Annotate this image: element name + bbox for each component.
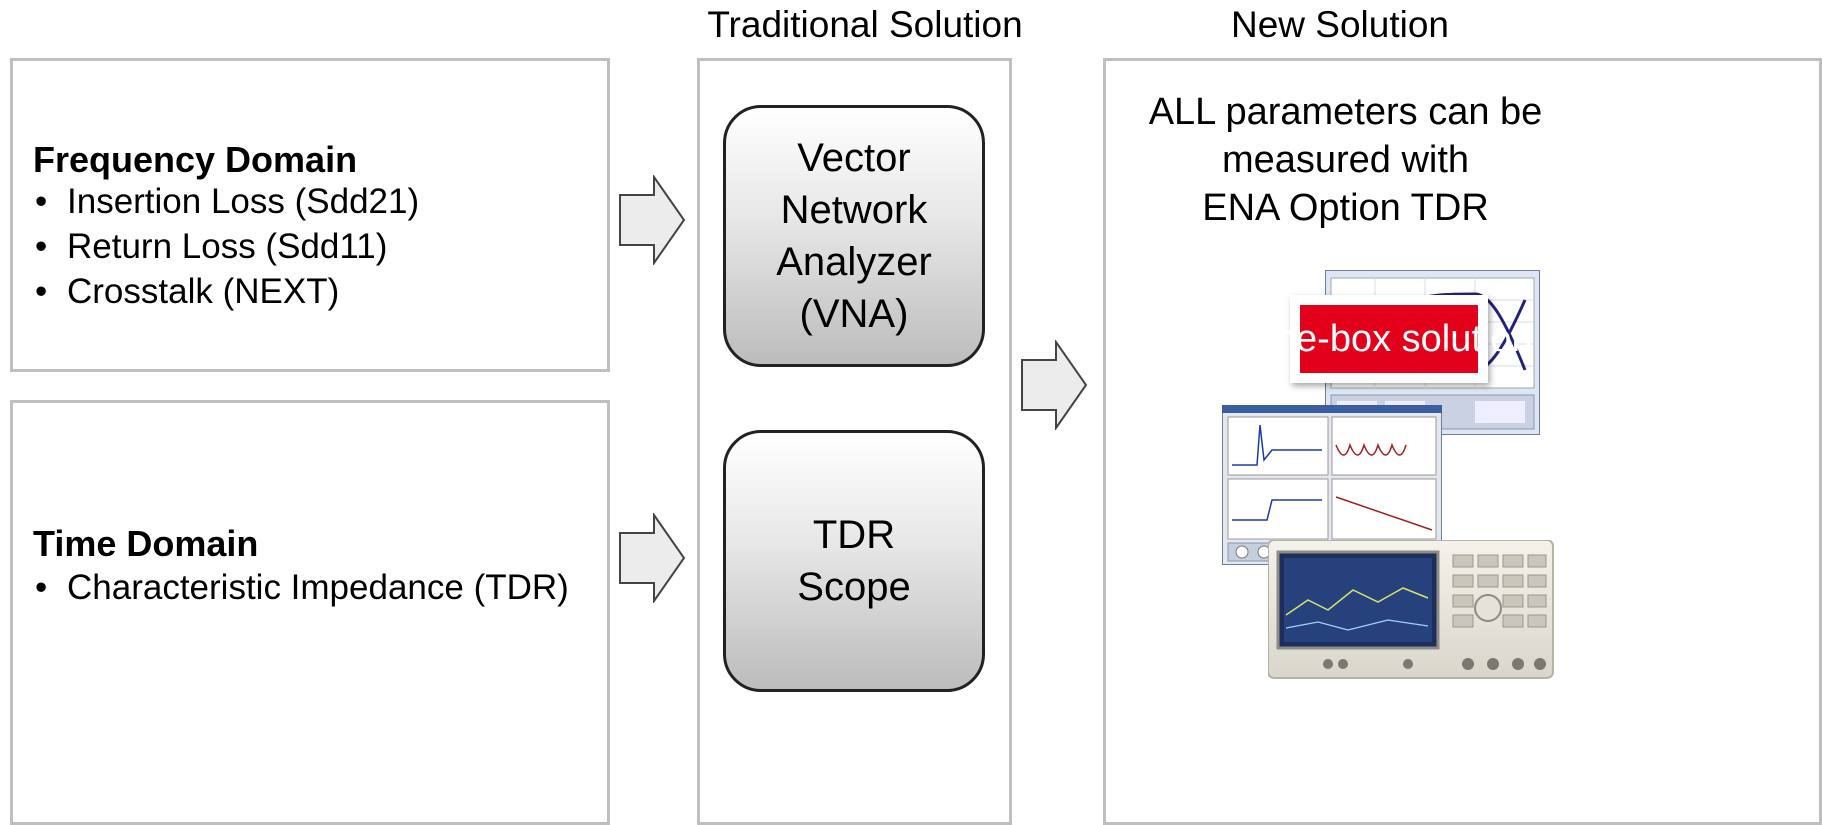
new-solution-description: ALL parameters can be measured with ENA … [1118,88,1573,232]
vna-line: Analyzer [776,240,932,284]
tdr-line: Scope [797,565,911,609]
vna-box: Vector Network Analyzer (VNA) [723,105,985,367]
frequency-domain-title: Frequency Domain [33,139,358,180]
description-line: measured with [1221,139,1470,181]
list-item: Characteristic Impedance (TDR) [31,565,569,610]
ena-instrument-photo [1268,540,1554,679]
list-item: Insertion Loss (Sdd21) [31,179,419,224]
vna-line: Vector [797,136,911,180]
one-box-solution-badge: One-box solution [1245,295,1533,383]
right-arrow-icon [619,513,686,603]
description-line: ENA Option TDR [1202,187,1489,229]
vna-line: (VNA) [799,292,909,336]
time-domain-box: Time Domain Characteristic Impedance (TD… [10,400,610,825]
frequency-domain-box: Frequency Domain Insertion Loss (Sdd21) … [10,58,610,372]
tdr-scope-box: TDR Scope [723,430,985,692]
time-domain-list: Characteristic Impedance (TDR) [31,565,569,610]
list-item: Crosstalk (NEXT) [31,269,419,314]
vna-line: Network [780,188,928,232]
one-box-solution-label: One-box solution [1245,305,1533,373]
time-domain-title: Time Domain [33,523,259,564]
description-line: ALL parameters can be [1148,91,1543,133]
frequency-domain-list: Insertion Loss (Sdd21) Return Loss (Sdd1… [31,179,419,314]
list-item: Return Loss (Sdd11) [31,224,419,269]
tdr-line: TDR [812,513,896,557]
new-solution-heading: New Solution [1230,4,1449,45]
right-arrow-icon [619,175,686,265]
right-arrow-icon [1021,340,1088,430]
traditional-solution-heading: Traditional Solution [707,4,1023,45]
